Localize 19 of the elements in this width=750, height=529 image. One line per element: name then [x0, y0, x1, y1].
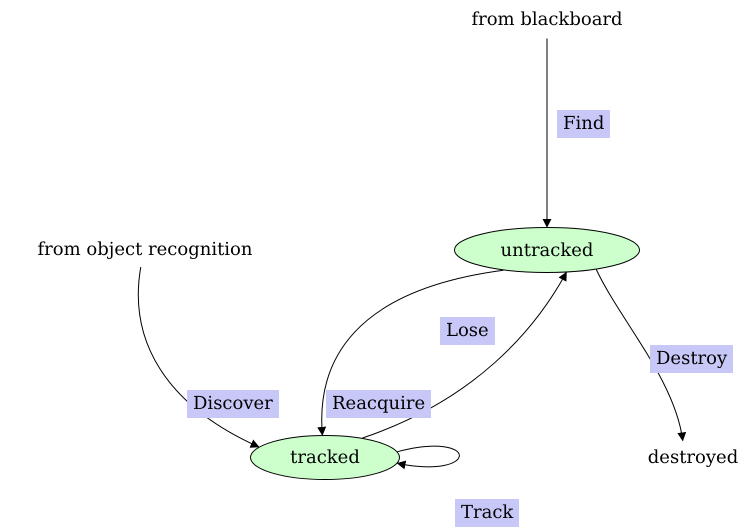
transition-arrow [596, 269, 686, 442]
state-label: untracked [500, 240, 594, 260]
edge-label: Discover [187, 390, 279, 418]
transition-arrow [362, 272, 567, 439]
transition-arrow [318, 270, 504, 436]
transition-arrow [138, 266, 260, 448]
source-label: from object recognition [38, 238, 252, 260]
state-label: tracked [290, 447, 360, 468]
edge-label: Find [557, 110, 610, 138]
transition-arrow [396, 446, 460, 469]
edge-label: Reacquire [326, 390, 432, 418]
edge-label: Track [455, 499, 520, 527]
edge-label: Destroy [650, 345, 734, 373]
edge-label: Lose [440, 317, 495, 345]
state-ellipse [454, 227, 640, 273]
transition-arrow [542, 38, 552, 228]
source-label: from blackboard [471, 8, 623, 30]
state-ellipse [250, 435, 400, 480]
source-label: destroyed [648, 446, 738, 468]
